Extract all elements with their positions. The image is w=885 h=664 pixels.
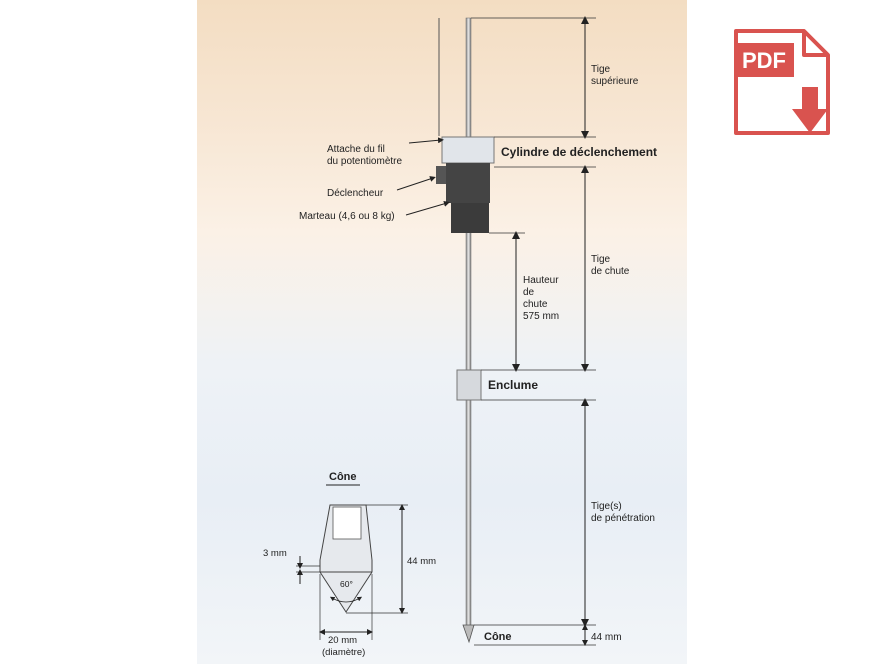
pdf-page-fold bbox=[802, 31, 828, 57]
label-marteau: Marteau (4,6 ou 8 kg) bbox=[299, 211, 395, 222]
download-arrow-shaft bbox=[802, 87, 818, 111]
release-cylinder bbox=[441, 136, 495, 164]
leader-declencheur bbox=[396, 176, 436, 191]
cone-width-label: (diamètre) bbox=[322, 647, 365, 658]
label-tige-superieure: Tige bbox=[591, 64, 611, 75]
rod bbox=[465, 17, 472, 631]
label-hauteur: de bbox=[523, 287, 535, 298]
trigger-latch bbox=[436, 166, 446, 184]
label-hauteur: Hauteur bbox=[523, 275, 559, 286]
pdf-label-band bbox=[734, 43, 794, 77]
leader-attache bbox=[408, 137, 444, 144]
anvil bbox=[456, 369, 482, 401]
cone-width-label: 20 mm bbox=[328, 635, 357, 646]
hammer bbox=[451, 203, 489, 233]
diagram-background bbox=[197, 0, 687, 664]
cone-dim-3mm-label: 3 mm bbox=[263, 548, 287, 559]
label-cylindre: Cylindre de déclenchement bbox=[501, 145, 657, 159]
label-hauteur: chute bbox=[523, 299, 548, 310]
cone-dim-44mm-label: 44 mm bbox=[407, 556, 436, 567]
cone-tip bbox=[462, 624, 475, 644]
label-attache: du potentiomètre bbox=[327, 156, 402, 167]
download-arrow-head bbox=[792, 109, 828, 133]
cone-socket bbox=[332, 506, 362, 540]
label-tige-superieure: supérieure bbox=[591, 76, 639, 87]
cone-angle-arc bbox=[329, 596, 363, 603]
trigger bbox=[446, 163, 490, 203]
pdf-download-icon[interactable]: PDF bbox=[734, 29, 830, 137]
label-enclume: Enclume bbox=[488, 378, 538, 392]
label-cone: Cône bbox=[484, 631, 512, 643]
label-penetration: de pénétration bbox=[591, 513, 655, 524]
label-declencheur: Déclencheur bbox=[327, 188, 384, 199]
label-tige-chute: de chute bbox=[591, 266, 630, 277]
cone-angle-label: 60° bbox=[340, 579, 353, 589]
pdf-file-icon: PDF bbox=[734, 29, 830, 135]
label-hauteur: 575 mm bbox=[523, 311, 559, 322]
cone-detail: Cône 3 mm 44 mm 60° 20 mm (diamètre) bbox=[263, 471, 436, 658]
label-attache: Attache du fil bbox=[327, 144, 385, 155]
label-penetration: Tige(s) bbox=[591, 501, 622, 512]
label-cone-dim: 44 mm bbox=[591, 632, 622, 643]
pdf-label: PDF bbox=[742, 48, 786, 73]
cone-detail-title: Cône bbox=[329, 471, 357, 483]
label-tige-chute: Tige bbox=[591, 254, 611, 265]
leader-marteau bbox=[405, 200, 450, 216]
